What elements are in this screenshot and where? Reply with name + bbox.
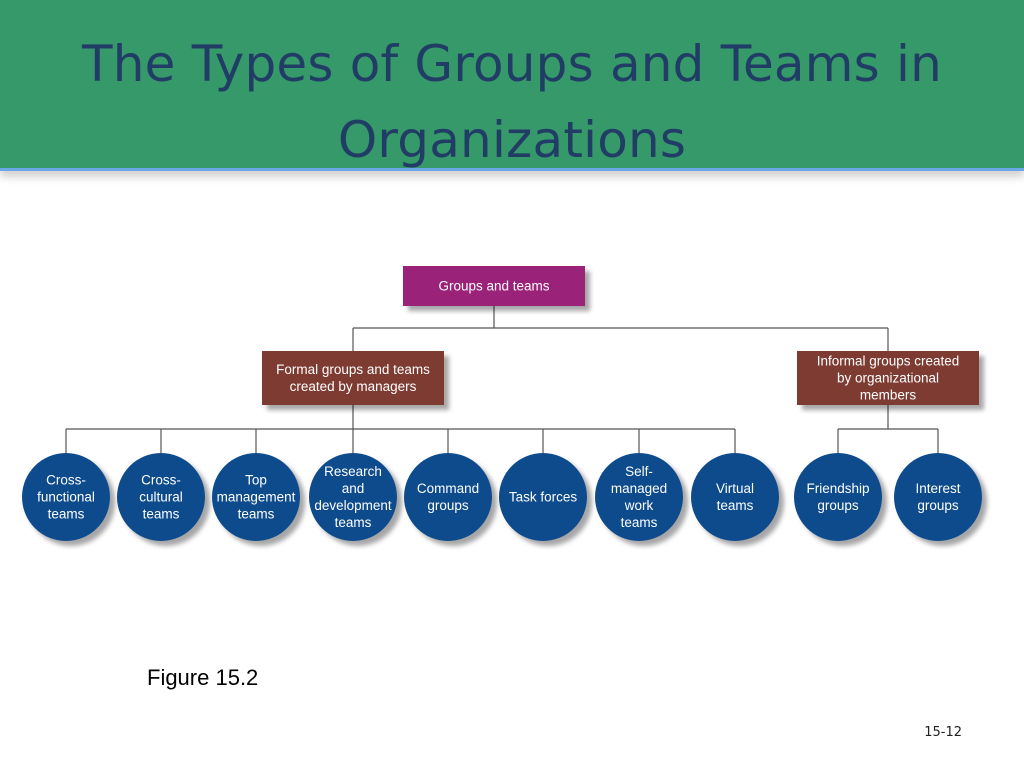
leaf-label: Friendship groups [806,481,869,513]
category-label-line: members [860,388,917,403]
leaf-label-line: groups [427,498,469,513]
leaf-label: Task forces [509,490,578,505]
leaf-label-line: teams [143,507,180,522]
leaf-circle [404,453,492,541]
leaf-circle [894,453,982,541]
leaf-label: Top management teams [217,473,296,522]
leaf-label-line: functional [37,490,95,505]
leaf-label-line: Self- [625,464,653,479]
leaf-circle [499,453,587,541]
leaf-label-line: groups [917,498,959,513]
leaf-label-line: teams [621,515,658,530]
leaf-label: Virtual teams [716,481,754,513]
root-node-groups-and-teams: Groups and teams [403,266,585,306]
leaf-label-line: and [342,481,365,496]
leaf-label-line: Cross- [141,473,181,488]
leaf-label-line: teams [335,515,372,530]
leaf-node: Research and development teams [309,453,397,541]
leaf-circle [595,453,683,541]
leaf-circle [691,453,779,541]
leaf-label-line: management [217,490,296,505]
leaf-circle [212,453,300,541]
leaf-label-line: Command [417,481,479,496]
leaf-label-line: Friendship [806,481,869,496]
root-label-line: Groups and teams [438,279,549,294]
leaf-label: Cross-functional teams [37,473,95,522]
category-box [797,351,979,405]
root-label: Groups and teams [438,279,549,294]
leaf-node: Top management teams [212,453,300,541]
leaf-label-line: Research [324,464,382,479]
category-label: Informal groups created by organizational… [817,354,960,403]
leaf-circle [22,453,110,541]
category-node-informal: Informal groups created by organizational… [797,351,979,405]
leaf-label-line: Top [245,473,267,488]
leaf-node: Task forces [499,453,587,541]
leaf-node: Virtual teams [691,453,779,541]
leaf-node: Self-managed work teams [595,453,683,541]
leaf-label-line: teams [238,507,275,522]
leaf-label-line: managed [611,481,667,496]
leaf-label-line: teams [717,498,754,513]
leaf-node: Cross-cultural teams [117,453,205,541]
leaf-label-line: Interest [915,481,960,496]
category-label-line: Informal groups created [817,354,960,369]
connector-lines [65,306,939,453]
leaf-label-line: groups [817,498,859,513]
leaf-circle [117,453,205,541]
leaf-label-line: Task forces [509,490,578,505]
leaf-label: Command groups [417,481,479,513]
category-node-formal: Formal groups and teams created by manage… [262,351,444,405]
leaf-label-line: development [314,498,392,513]
leaf-label: Research and development teams [314,464,392,530]
slide-title: The Types of Groups and Teams in Organiz… [82,35,942,169]
leaf-node: Command groups [404,453,492,541]
leaf-node: Friendship groups [794,453,882,541]
leaf-label-line: teams [48,507,85,522]
leaf-node: Interest groups [894,453,982,541]
leaf-circle [309,453,397,541]
leaf-circle [794,453,882,541]
category-label: Formal groups and teams created by manage… [276,362,430,394]
leaf-label: Interest groups [915,481,960,513]
figure-caption: Figure 15.2 [147,665,259,690]
leaf-label-line: cultural [139,490,183,505]
slide-number: 15-12 [924,725,962,740]
title-banner: The Types of Groups and Teams in Organiz… [0,0,1024,171]
category-box [262,351,444,405]
leaf-label-line: work [624,498,654,513]
category-label-line: Formal groups and teams [276,362,430,377]
leaf-node: Cross-functional teams [22,453,110,541]
leaf-label: Cross-cultural teams [139,473,183,522]
leaf-label: Self-managed work teams [611,464,667,530]
leaf-label-line: Cross- [46,473,86,488]
root-box [403,266,585,306]
category-label-line: created by managers [290,379,417,394]
category-label-line: by organizational [837,371,939,386]
leaf-label-line: Virtual [716,481,754,496]
